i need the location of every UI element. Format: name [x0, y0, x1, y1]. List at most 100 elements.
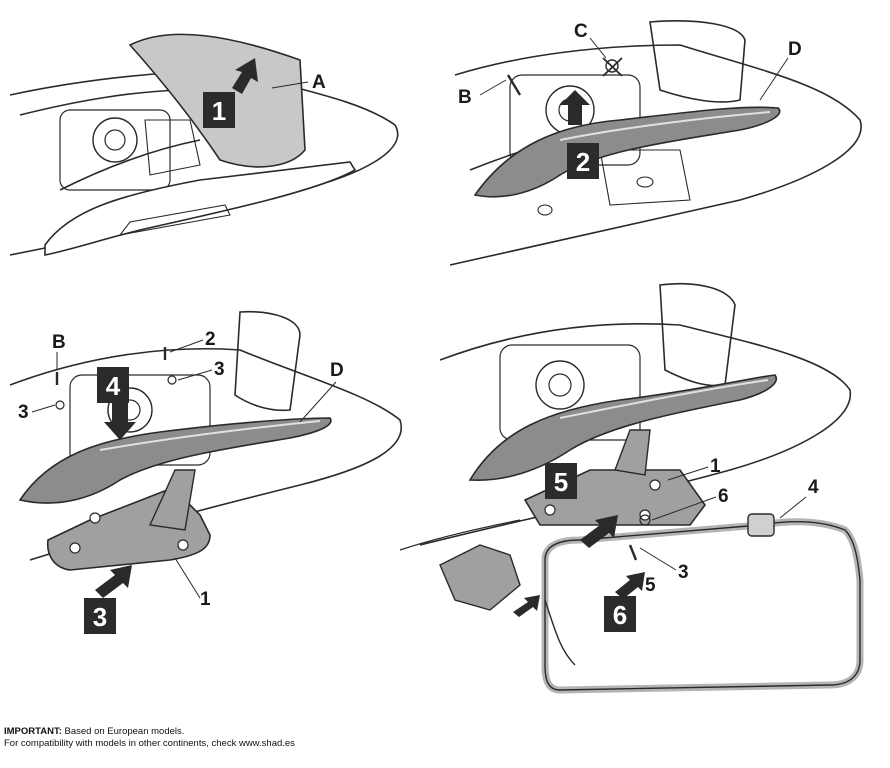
- handle-D-3: [18, 417, 332, 504]
- step-badge-2: 2: [567, 143, 599, 179]
- mechanism-detail: [144, 119, 201, 176]
- exhaust-bracket: [439, 544, 521, 611]
- step-number-1: 1: [212, 96, 226, 126]
- callout-6: 6: [718, 486, 729, 507]
- lock-ring: [92, 117, 138, 163]
- rail-lower-hook: [544, 599, 576, 666]
- seat-edge: [59, 139, 201, 191]
- step-badge-3: 3: [84, 598, 116, 634]
- leader-C: [589, 37, 607, 59]
- mechanism: [59, 109, 171, 191]
- handle-D-highlight: [559, 111, 771, 141]
- step-badge-1: 1: [203, 92, 235, 128]
- callout-5: 5: [645, 575, 656, 596]
- bracket-1-4-hole-a: [544, 504, 556, 516]
- bolt-hole-2: [636, 176, 654, 188]
- leader-B: [479, 79, 507, 96]
- step-number-3: 3: [93, 602, 107, 632]
- important-text: Based on European models.: [64, 726, 185, 737]
- panel-step-1: [9, 33, 399, 256]
- seat-top-2: [649, 20, 746, 103]
- callout-D-top: D: [788, 39, 802, 60]
- tail-inner-line: [19, 89, 181, 116]
- rail-clamp: [747, 513, 775, 537]
- compatibility-line: For compatibility with models in other c…: [4, 738, 295, 749]
- up-arrow-3: [95, 565, 132, 598]
- lock-ring-4: [535, 360, 585, 410]
- step-badge-5: 5: [545, 463, 577, 499]
- panel-step-3-4: [9, 310, 403, 598]
- seat-top-4: [659, 282, 736, 387]
- leader-D-bottom: [299, 381, 337, 423]
- leader-2: [169, 339, 204, 353]
- callout-3-right: 3: [214, 359, 225, 380]
- side-arrow-6: [513, 595, 540, 617]
- washer-6: [639, 514, 651, 526]
- handle-D-3-highlight: [99, 420, 321, 451]
- lift-arrow-2: [560, 90, 590, 125]
- bracket-1-4-arm: [614, 429, 651, 476]
- leader-3-left: [31, 404, 56, 413]
- callout-B-top: B: [458, 87, 472, 108]
- seat-top-3: [234, 310, 301, 412]
- bracket-1-arm: [148, 469, 196, 531]
- bracket-1-hole-a: [69, 542, 81, 554]
- leader-6: [651, 496, 717, 521]
- nut-C-cross-2: [602, 57, 623, 77]
- side-case-rail: [541, 518, 864, 694]
- leader-3-bottom: [639, 547, 677, 571]
- callout-1-right: 1: [710, 456, 721, 477]
- leader-4: [779, 496, 807, 519]
- callout-A: A: [312, 72, 326, 93]
- lift-arrow-1: [232, 58, 258, 94]
- callout-B-bottom: B: [52, 332, 66, 353]
- callout-3-bottom: 3: [678, 562, 689, 583]
- panel-step-2: [449, 20, 862, 266]
- step-badge-4: 4: [97, 367, 129, 403]
- callout-3-left: 3: [18, 402, 29, 423]
- callout-C: C: [574, 21, 588, 42]
- step-number-6: 6: [613, 600, 627, 630]
- lock-core: [104, 129, 126, 151]
- down-arrow-4: [104, 402, 136, 440]
- bolt-hole-2b: [537, 204, 553, 216]
- handle-D-4: [468, 374, 777, 482]
- up-arrow-5: [580, 515, 618, 548]
- nut-C: [605, 59, 619, 73]
- handle-D-4-highlight: [559, 379, 769, 419]
- tail-body-2: [449, 44, 862, 266]
- important-line: IMPORTANT: Based on European models.: [4, 726, 295, 738]
- grab-rail-inner: [118, 204, 231, 236]
- step-badge-6: 6: [604, 596, 636, 632]
- leader-1-right: [667, 466, 709, 481]
- washer-3-left: [55, 400, 65, 410]
- leader-3-right: [177, 369, 213, 381]
- leader-D-top: [759, 57, 789, 101]
- lower-frame: [399, 519, 521, 551]
- washer-3-right: [167, 375, 177, 385]
- tail-body-3: [9, 348, 403, 561]
- bracket-1-hole-c: [89, 512, 101, 524]
- leader-1-left: [174, 557, 201, 599]
- footer-notice: IMPORTANT: Based on European models. For…: [4, 726, 295, 750]
- side-case-rail-outline: [544, 521, 861, 691]
- screw-B: [506, 74, 522, 96]
- bracket-1-hole-b: [177, 539, 189, 551]
- handle-D: [473, 106, 781, 198]
- screw-5: [628, 544, 638, 561]
- step-number-4: 4: [106, 371, 121, 401]
- callout-4: 4: [808, 477, 819, 498]
- bracket-detail-2: [599, 149, 691, 206]
- lock-ring-3: [107, 387, 153, 433]
- bracket-1-4-hole-b: [649, 479, 661, 491]
- callout-D-bottom: D: [330, 360, 344, 381]
- step-number-2: 2: [576, 147, 590, 177]
- lock-core-4: [548, 373, 572, 397]
- callout-1-left: 1: [200, 589, 211, 610]
- step-number-5: 5: [554, 467, 568, 497]
- callout-2: 2: [205, 329, 216, 350]
- leader-A: [271, 81, 309, 89]
- important-label: IMPORTANT:: [4, 726, 62, 737]
- up-arrow-6: [615, 572, 645, 599]
